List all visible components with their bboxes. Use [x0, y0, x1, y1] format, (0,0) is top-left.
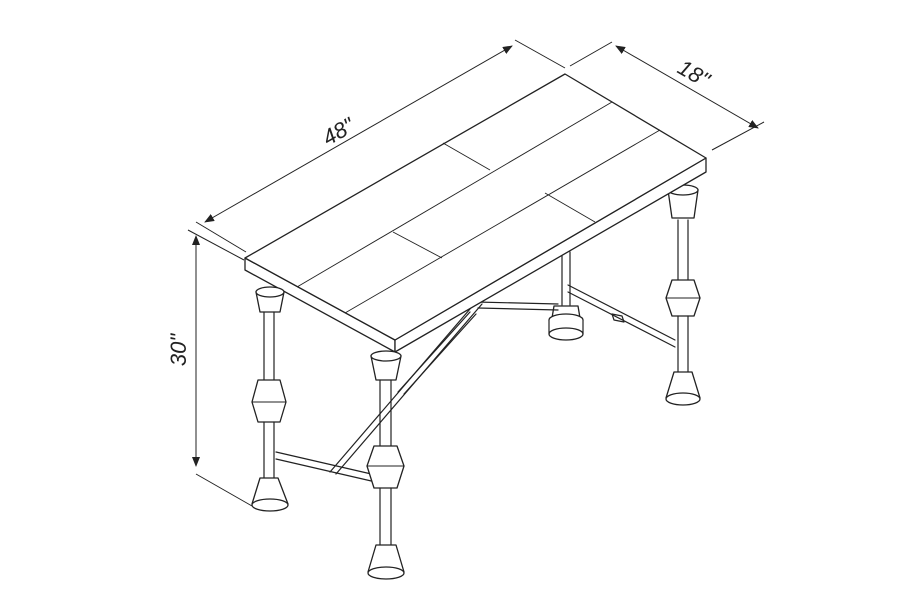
stretchers [275, 284, 676, 484]
length-label: 48" [318, 112, 359, 150]
back-left-leg [548, 251, 584, 341]
height-label: 30" [166, 333, 191, 366]
dimension-height: 30" [166, 229, 253, 507]
back-right-leg [665, 184, 701, 406]
table-top [244, 73, 707, 353]
front-right-leg [366, 350, 405, 580]
front-left-leg [251, 286, 289, 512]
depth-label: 18" [674, 55, 715, 93]
